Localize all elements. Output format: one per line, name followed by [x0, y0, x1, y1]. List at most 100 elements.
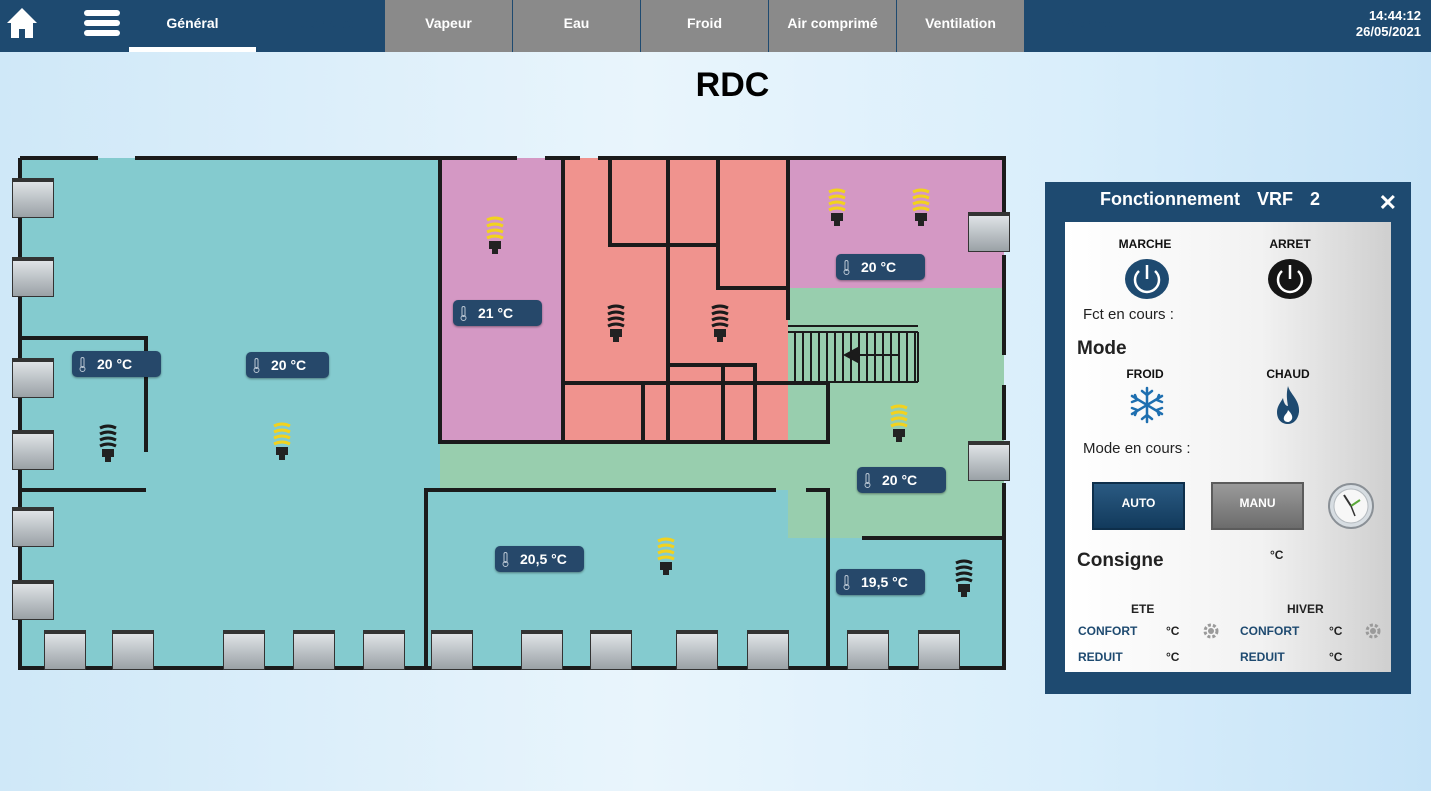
temp-value: 20 °C — [271, 357, 307, 373]
arret-label: ARRET — [1269, 237, 1311, 251]
hiver-confort-label: CONFORT — [1240, 624, 1300, 638]
window-right-2 — [968, 441, 1010, 481]
top-bar: Général Electricité Vapeur Eau Froid Air… — [0, 0, 1431, 52]
window-left-2 — [12, 257, 54, 297]
temp-value: 20,5 °C — [520, 551, 567, 567]
froid-label: FROID — [1126, 367, 1164, 381]
temp-value: 20 °C — [882, 472, 918, 488]
hiver-reduit-label: REDUIT — [1240, 650, 1285, 664]
thermometer-icon — [79, 356, 86, 372]
mode-heading: Mode — [1077, 338, 1127, 359]
room-salmon — [563, 158, 788, 442]
consigne-heading: Consigne — [1077, 550, 1164, 571]
thermometer-icon — [864, 472, 871, 488]
tab-eau[interactable]: Eau — [513, 0, 640, 52]
window-bottom-11 — [847, 630, 889, 670]
tab-alarme[interactable]: Alarme — [1025, 0, 1152, 52]
light-bulb-on-icon[interactable] — [824, 188, 850, 232]
temp-badge[interactable]: 19,5 °C — [836, 569, 925, 595]
gear-icon[interactable] — [1364, 622, 1382, 640]
light-bulb-on-icon[interactable] — [886, 404, 912, 448]
room-main-teal — [20, 158, 440, 668]
window-right-1 — [968, 212, 1010, 252]
flame-icon[interactable] — [1273, 384, 1303, 426]
consigne-unit: °C — [1270, 548, 1284, 562]
window-bottom-3 — [223, 630, 265, 670]
light-bulb-on-icon[interactable] — [653, 537, 679, 581]
clock-icon[interactable] — [1327, 482, 1375, 530]
ete-confort-unit: °C — [1166, 624, 1180, 638]
date: 26/05/2021 — [1355, 24, 1421, 39]
tab-ventilation[interactable]: Ventilation — [897, 0, 1024, 52]
window-left-3 — [12, 358, 54, 398]
temp-value: 19,5 °C — [861, 574, 908, 590]
window-bottom-4 — [293, 630, 335, 670]
temp-badge[interactable]: 20 °C — [246, 352, 329, 378]
close-icon[interactable]: ✕ — [1378, 190, 1397, 215]
temp-badge[interactable]: 21 °C — [453, 300, 542, 326]
hiver-reduit-unit: °C — [1329, 650, 1343, 664]
fct-en-cours-label: Fct en cours : — [1083, 306, 1174, 323]
window-bottom-6 — [431, 630, 473, 670]
light-bulb-off-icon[interactable] — [95, 424, 121, 468]
light-bulb-off-icon[interactable] — [603, 304, 629, 348]
tab-air-comprime[interactable]: Air comprimé — [769, 0, 896, 52]
temp-value: 20 °C — [861, 259, 897, 275]
temp-badge[interactable]: 20,5 °C — [495, 546, 584, 572]
power-on-button[interactable] — [1124, 258, 1170, 300]
thermometer-icon — [843, 259, 850, 275]
auto-button[interactable]: AUTO — [1092, 482, 1185, 530]
gear-icon[interactable] — [1202, 622, 1220, 640]
light-bulb-on-icon[interactable] — [482, 216, 508, 260]
light-bulb-off-icon[interactable] — [951, 559, 977, 603]
ete-reduit-label: REDUIT — [1078, 650, 1123, 664]
chaud-label: CHAUD — [1266, 367, 1310, 381]
hiver-confort-unit: °C — [1329, 624, 1343, 638]
room-green-corridor — [440, 442, 830, 490]
light-bulb-on-icon[interactable] — [908, 188, 934, 232]
thermometer-icon — [502, 551, 509, 567]
window-bottom-12 — [918, 630, 960, 670]
window-left-5 — [12, 507, 54, 547]
mode-en-cours-label: Mode en cours : — [1083, 440, 1191, 457]
walls — [18, 156, 1006, 670]
menu-icon[interactable] — [82, 0, 122, 52]
power-off-button[interactable] — [1267, 258, 1313, 300]
light-bulb-on-icon[interactable] — [269, 422, 295, 466]
tab-general[interactable]: Général — [129, 0, 256, 52]
window-bottom-9 — [676, 630, 718, 670]
manu-button[interactable]: MANU — [1211, 482, 1304, 530]
tab-vapeur[interactable]: Vapeur — [385, 0, 512, 52]
ete-confort-label: CONFORT — [1078, 624, 1138, 638]
temp-badge[interactable]: 20 °C — [836, 254, 925, 280]
window-bottom-2 — [112, 630, 154, 670]
window-bottom-1 — [44, 630, 86, 670]
temp-badge[interactable]: 20 °C — [72, 351, 161, 377]
clock: 14:44:12 26/05/2021 — [1356, 8, 1421, 40]
home-icon[interactable] — [0, 0, 44, 52]
time: 14:44:12 — [1368, 8, 1421, 23]
tab-bar: Général Electricité Vapeur Eau Froid Air… — [129, 0, 1153, 52]
stairs — [788, 325, 919, 383]
panel-title: Fonctionnement VRF 2 — [1099, 189, 1320, 209]
ete-label: ETE — [1131, 602, 1155, 616]
window-left-4 — [12, 430, 54, 470]
marche-label: MARCHE — [1118, 237, 1172, 251]
tab-froid[interactable]: Froid — [641, 0, 768, 52]
window-bottom-5 — [363, 630, 405, 670]
window-bottom-7 — [521, 630, 563, 670]
ete-reduit-unit: °C — [1166, 650, 1180, 664]
window-left-6 — [12, 580, 54, 620]
window-bottom-10 — [747, 630, 789, 670]
page-title: RDC — [695, 66, 770, 104]
snowflake-icon[interactable] — [1127, 386, 1167, 424]
thermometer-icon — [460, 305, 467, 321]
vrf-control-panel: Fonctionnement VRF 2 ✕ MARCHE ARRET Fct … — [1045, 182, 1411, 694]
temp-badge[interactable]: 20 °C — [857, 467, 946, 493]
temp-value: 21 °C — [478, 305, 514, 321]
tab-electricite[interactable]: Electricité — [257, 0, 384, 52]
thermometer-icon — [843, 574, 850, 590]
hiver-label: HIVER — [1287, 602, 1324, 616]
light-bulb-off-icon[interactable] — [707, 304, 733, 348]
